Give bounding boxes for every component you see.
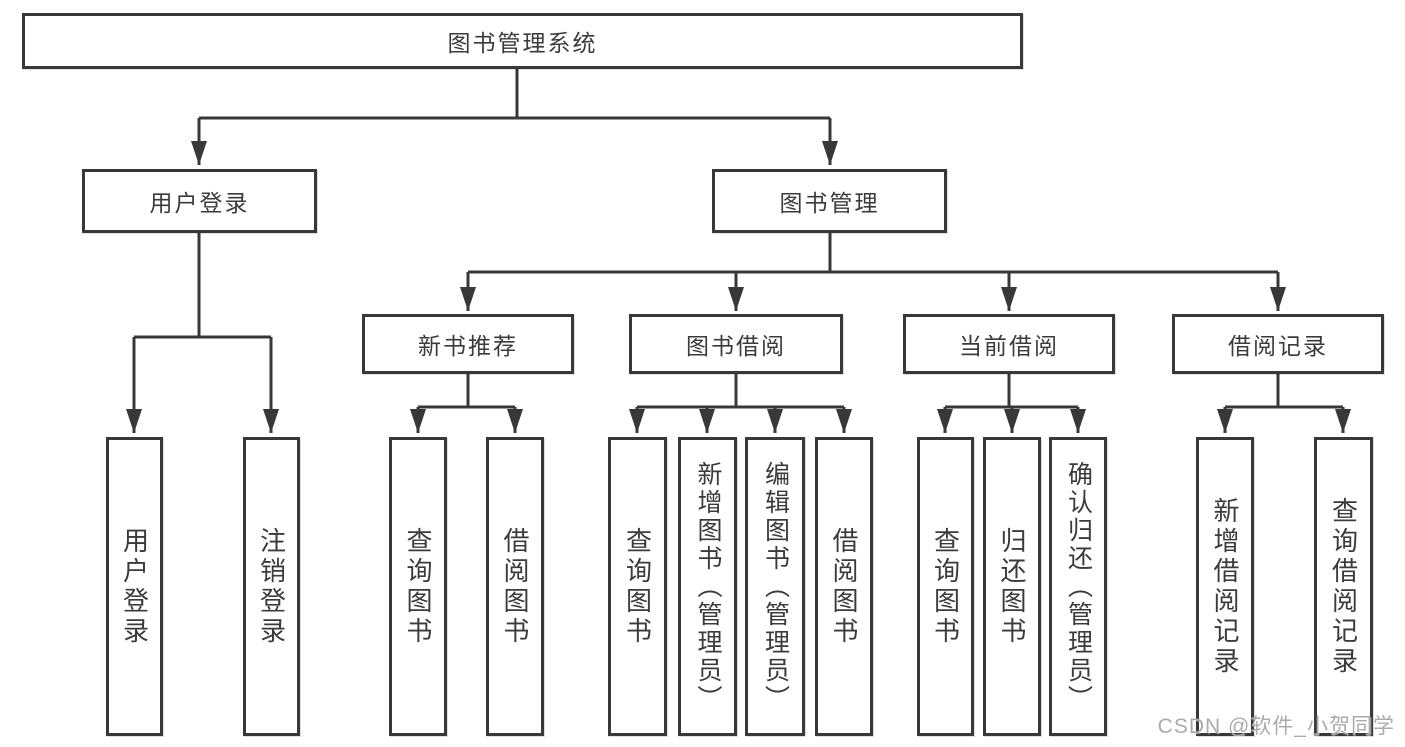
node-leaf-query-books-current: 查询图书 bbox=[917, 437, 974, 736]
node-leaf-query-books-recommend-label: 查询图书 bbox=[403, 526, 433, 647]
node-leaf-query-borrow-record: 查询借阅记录 bbox=[1314, 437, 1373, 736]
node-leaf-add-borrow-record: 新增借阅记录 bbox=[1196, 437, 1254, 736]
node-leaf-query-books-current-label: 查询图书 bbox=[930, 526, 961, 647]
node-leaf-logout-label: 注销登录 bbox=[256, 526, 287, 647]
node-book-borrow-label: 图书借阅 bbox=[686, 333, 786, 359]
node-current-borrow-label: 当前借阅 bbox=[959, 333, 1059, 359]
node-leaf-borrow-books-label: 借阅图书 bbox=[829, 526, 859, 647]
node-leaf-add-books-admin: 新增图书（管理员） bbox=[678, 437, 737, 736]
node-leaf-borrow-books-recommend-label: 借阅图书 bbox=[500, 526, 530, 647]
node-borrow-records: 借阅记录 bbox=[1172, 314, 1384, 374]
watermark: CSDN @软件_小贺同学 bbox=[1157, 715, 1395, 738]
node-book-management-label: 图书管理 bbox=[779, 190, 880, 216]
node-root: 图书管理系统 bbox=[22, 13, 1023, 69]
node-leaf-borrow-books: 借阅图书 bbox=[815, 437, 873, 736]
node-leaf-user-login: 用户登录 bbox=[106, 437, 163, 736]
node-leaf-user-login-label: 用户登录 bbox=[119, 526, 150, 647]
node-current-borrow: 当前借阅 bbox=[903, 314, 1115, 374]
node-leaf-query-books-borrow: 查询图书 bbox=[608, 437, 667, 736]
node-book-management: 图书管理 bbox=[712, 169, 947, 233]
node-leaf-query-borrow-record-label: 查询借阅记录 bbox=[1328, 496, 1359, 677]
node-leaf-query-books-borrow-label: 查询图书 bbox=[622, 526, 653, 647]
node-leaf-edit-books-admin-label: 编辑图书（管理员） bbox=[761, 460, 790, 713]
node-new-book-recommend: 新书推荐 bbox=[362, 314, 574, 374]
node-leaf-edit-books-admin: 编辑图书（管理员） bbox=[745, 437, 805, 736]
node-new-book-recommend-label: 新书推荐 bbox=[418, 333, 518, 359]
node-leaf-confirm-return-admin: 确认归还（管理员） bbox=[1049, 437, 1107, 736]
node-leaf-return-books: 归还图书 bbox=[983, 437, 1041, 736]
node-leaf-return-books-label: 归还图书 bbox=[997, 526, 1027, 647]
node-root-label: 图书管理系统 bbox=[447, 30, 598, 56]
node-leaf-logout: 注销登录 bbox=[243, 437, 300, 736]
node-user-login: 用户登录 bbox=[82, 169, 317, 233]
node-leaf-add-books-admin-label: 新增图书（管理员） bbox=[694, 460, 722, 713]
node-leaf-borrow-books-recommend: 借阅图书 bbox=[486, 437, 544, 736]
node-leaf-confirm-return-admin-label: 确认归还（管理员） bbox=[1064, 460, 1093, 713]
node-book-borrow: 图书借阅 bbox=[629, 314, 843, 374]
node-leaf-query-books-recommend: 查询图书 bbox=[389, 437, 447, 736]
node-user-login-label: 用户登录 bbox=[149, 190, 250, 216]
node-borrow-records-label: 借阅记录 bbox=[1228, 333, 1328, 359]
node-leaf-add-borrow-record-label: 新增借阅记录 bbox=[1210, 496, 1240, 677]
